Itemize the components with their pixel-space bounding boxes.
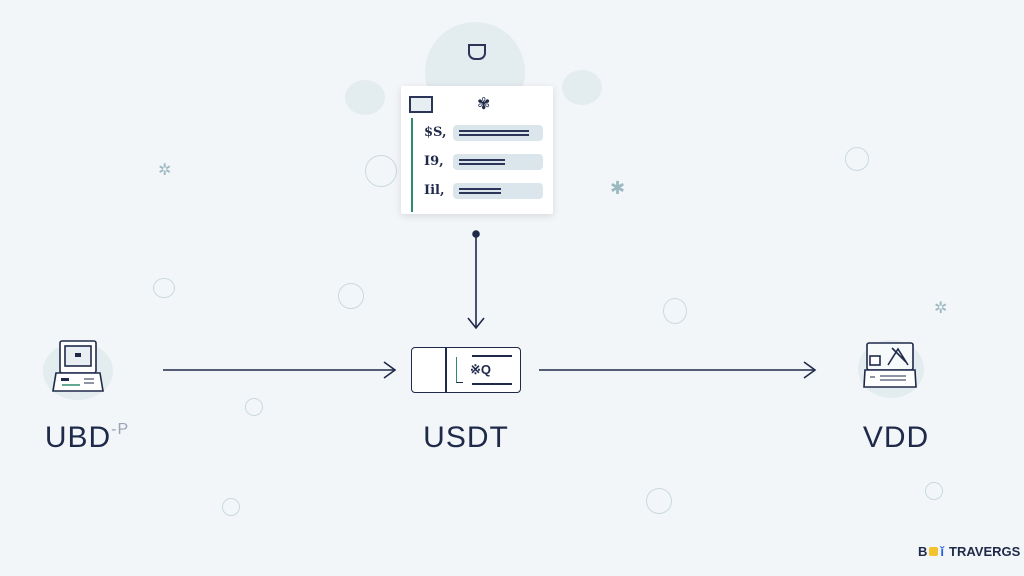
node-label-suffix: -P <box>111 421 130 438</box>
asterisk-icon: ✲ <box>934 300 948 317</box>
row-label: $S, <box>424 125 447 140</box>
logo-text: TRAVERGS <box>949 544 1021 559</box>
decorative-icon <box>222 498 240 516</box>
pot-icon <box>468 44 486 60</box>
info-card: ✾ $S, I9, Iil, <box>401 86 553 214</box>
emblem-icon: ✾ <box>477 96 491 113</box>
window-icon <box>409 96 433 113</box>
decorative-icon <box>646 488 672 514</box>
decorative-icon <box>153 278 175 298</box>
row-label: Iil, <box>424 183 445 198</box>
decorative-icon <box>245 398 263 416</box>
node-label-left: UBD-P <box>45 421 129 455</box>
decorative-icon <box>925 482 943 500</box>
laptop-icon <box>52 340 104 392</box>
node-label-text: UBD <box>44 421 112 454</box>
row-bar <box>453 125 543 141</box>
accent-line <box>411 118 413 212</box>
node-label-center: USDT <box>423 421 509 454</box>
card-row: I9, <box>421 154 546 170</box>
card-row: Iil, <box>421 183 546 199</box>
box-text: ※Q <box>470 362 492 377</box>
logo-prefix: B <box>918 544 928 559</box>
decorative-icon <box>663 298 687 324</box>
row-bar <box>453 183 543 199</box>
usdt-box: ※Q <box>411 347 521 393</box>
logo-mark-icon <box>929 547 939 556</box>
logo-figure-icon: ǐ <box>940 544 945 559</box>
asterisk-icon: ✱ <box>610 178 626 198</box>
brand-logo: B ǐ TRAVERGS <box>918 544 1020 559</box>
asterisk-icon: ✲ <box>158 162 172 179</box>
background-blob <box>562 70 602 105</box>
row-bar <box>453 154 543 170</box>
decorative-icon <box>845 147 869 171</box>
decorative-icon <box>338 283 364 309</box>
node-label-right: VDD <box>862 421 930 454</box>
card-row: $S, <box>421 125 546 141</box>
background-blob <box>345 80 385 115</box>
row-label: I9, <box>424 154 444 169</box>
laptop-icon <box>863 342 917 388</box>
decorative-icon <box>365 155 397 187</box>
